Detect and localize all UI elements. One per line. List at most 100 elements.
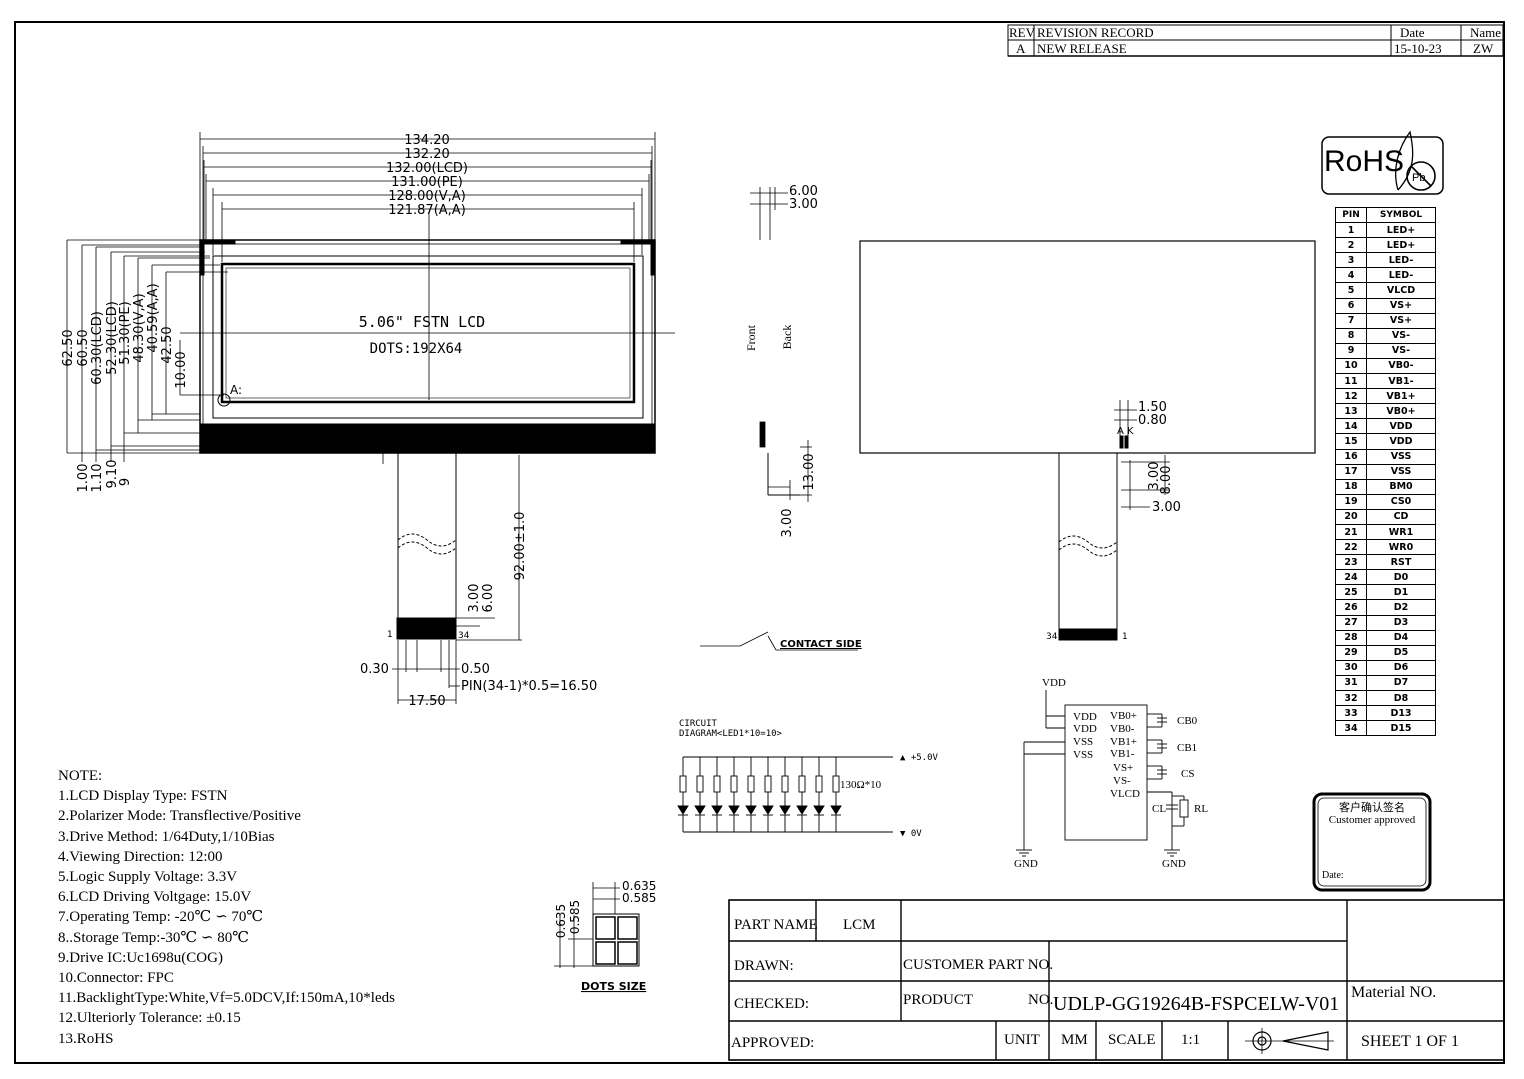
unit-value: MM [1061,1032,1088,1048]
side-dim-b: 3.00 [780,509,795,538]
dots-dim-v2: 0.585 [568,900,582,934]
note-line: 12.Ulteriorly Tolerance: ±0.15 [58,1010,241,1027]
pin-number: 4 [1335,267,1367,284]
pin-number: 17 [1335,463,1367,480]
rohs-text: RoHS [1324,145,1404,178]
ic-circuit [1016,690,1189,857]
ic-right-pin-5: VS+ [1113,762,1133,774]
back-pin-left: 34 [1046,632,1058,642]
pin-header: PIN [1335,206,1367,224]
name-header: Name [1470,25,1501,40]
note-line: 7.Operating Temp: -20℃ ∽ 70℃ [58,909,264,926]
bottom-dim-1: 1.00 [76,464,91,493]
pin-symbol: CD [1366,508,1436,525]
note-line: 13.RoHS [58,1030,114,1047]
pin-number: 32 [1335,689,1367,707]
side-dim-a: 13.00 [802,453,817,490]
side-dim-2: 3.00 [789,197,818,212]
pin-number: 11 [1335,373,1367,390]
pin-number: 6 [1335,297,1367,314]
pin-number: 21 [1335,523,1367,541]
pin-table-header: PIN SYMBOL [1335,206,1436,224]
pin-number: 27 [1335,614,1367,631]
back-dim-4: 8.00 [1159,466,1174,495]
sheet-label: SHEET 1 OF 1 [1361,1033,1459,1050]
pin-symbol: LED+ [1366,237,1436,254]
cog-strip [199,423,656,453]
pin-number: 24 [1335,569,1367,586]
front-view-text: 134.20 132.20 132.00(LCD) 131.00(PE) 128… [61,133,597,709]
drawing-frame [14,21,1505,1064]
gnd-left: GND [1014,858,1038,870]
pin-symbol: D13 [1366,705,1436,722]
resistor-symbol [798,775,806,793]
pin-symbol: D15 [1366,720,1436,737]
fpc-tail-dim-1: 3.00 [467,584,482,613]
note-line: 4.Viewing Direction: 12:00 [58,848,223,865]
pin-number: 33 [1335,705,1367,722]
pin-left-dim: 0.30 [360,662,389,677]
pin-number: 19 [1335,493,1367,510]
height-dim-6: 48.30(V,A) [132,293,147,362]
led-symbol [728,805,740,815]
customer-cn: 客户确认签名 [1339,800,1405,814]
ref-a-label: A: [230,383,242,397]
lcd-outline [199,239,656,454]
pin-symbol: D7 [1366,674,1436,692]
pin-symbol: VB1+ [1366,388,1436,405]
pin-symbol: VS- [1366,342,1436,359]
height-dimensions [66,239,228,462]
height-dim-1: 62.50 [61,329,76,366]
side-view-text: 6.00 3.00 Front Back 13.00 3.00 CONTACT … [744,184,862,650]
pin-symbol: VS+ [1366,312,1436,329]
circuit-title-2: DIAGRAM<LED1*10=10> [679,729,783,739]
product-number: UDLP-GG19264B-FSPCELW-V01 [1053,993,1339,1015]
pin-symbol: VS+ [1366,297,1436,314]
note-line: 5.Logic Supply Voltage: 3.3V [58,869,238,886]
note-line: 10.Connector: FPC [58,970,174,987]
symbol-header: SYMBOL [1366,206,1436,224]
ak-label: A K [1117,426,1134,437]
note-line: 2.Polarizer Mode: Transflective/Positive [58,808,301,825]
height-dim-8: 42.50 [160,326,175,363]
pin-symbol: VS- [1366,327,1436,344]
pin-right-dim: 0.50 [461,662,490,677]
pin-symbol: VLCD [1366,282,1436,299]
led-symbol [779,805,791,815]
fpc-length: 92.00±1.0 [513,512,528,581]
pin-symbol: D8 [1366,689,1436,707]
dots-size-label: DOTS SIZE [581,980,646,993]
resistor-symbol [781,775,789,793]
ic-right-pin-1: VB0+ [1110,710,1137,722]
pin-number: 23 [1335,554,1367,571]
pin-symbol: VB1- [1366,373,1436,390]
pin-symbol: RST [1366,554,1436,571]
fpc-width: 17.50 [408,694,445,709]
zero-rail-label: ▼ 0V [900,829,922,839]
product-label: PRODUCT [903,992,973,1008]
note-line: 6.LCD Driving Voltgage: 15.0V [58,889,252,906]
date-value: 15-10-23 [1394,41,1442,56]
backlight-circuit-text: CIRCUIT DIAGRAM<LED1*10=10> ▲ +5.0V ▼ 0V… [679,719,939,839]
pin-first-label: 1 [387,630,393,640]
lcd-dots: DOTS:192X64 [370,341,463,357]
pin-symbol: D4 [1366,629,1436,646]
rev-value: A [1016,41,1026,56]
cap-cb0: CB0 [1177,715,1198,727]
ic-left-pin-2: VDD [1073,723,1097,735]
height-dim-2: 60.50 [76,329,91,366]
drawn-label: DRAWN: [734,958,794,974]
note-line: NOTE: [58,768,103,784]
dots-size [554,882,640,968]
